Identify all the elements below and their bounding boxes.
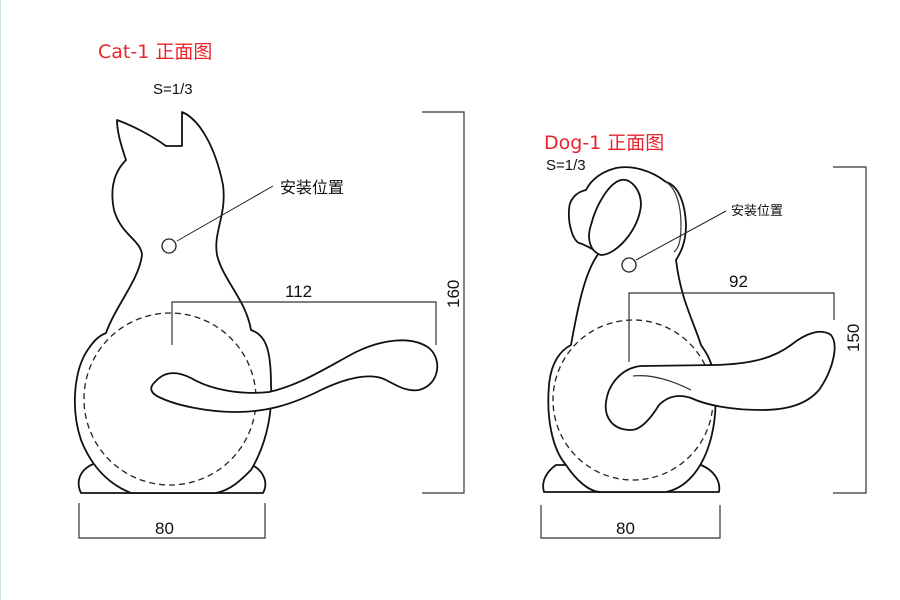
cat-install-hole — [161, 238, 177, 254]
dog-install-hole — [621, 257, 637, 273]
dog-drawing: Dog-1 正面图 S=1/3 安装位置 92 150 80 — [540, 132, 867, 539]
cat-length-label: 112 — [285, 282, 312, 301]
dog-length-dimension — [628, 292, 835, 362]
cat-width-dimension — [78, 503, 266, 539]
cat-height-label: 160 — [444, 280, 463, 308]
cat-title: Cat-1 正面图 — [98, 41, 212, 63]
cat-drawing: Cat-1 正面图 S=1/3 安装位置 112 160 80 — [73, 41, 465, 539]
dog-ear — [588, 178, 642, 256]
dog-title: Dog-1 正面图 — [544, 132, 664, 154]
cat-install-label: 安装位置 — [280, 179, 344, 197]
dog-body-outline — [547, 166, 717, 493]
dog-tail-lever — [604, 331, 836, 431]
dog-tail-inner-line — [632, 375, 692, 391]
dog-scale: S=1/3 — [546, 157, 586, 174]
cat-width-label: 80 — [155, 519, 174, 538]
dog-length-label: 92 — [729, 272, 748, 291]
dog-width-label: 80 — [616, 519, 635, 538]
dog-head-back-line — [665, 181, 682, 253]
cat-length-dimension — [171, 301, 437, 345]
cat-tail-lever — [150, 339, 439, 413]
dog-height-dimension — [833, 166, 867, 494]
dog-width-dimension — [540, 505, 721, 539]
cat-leader-line — [176, 185, 274, 242]
dog-install-label: 安装位置 — [731, 203, 783, 218]
dog-leader-line — [635, 210, 727, 261]
dog-height-label: 150 — [844, 324, 863, 352]
cat-height-dimension — [422, 111, 465, 494]
cat-scale: S=1/3 — [153, 81, 193, 98]
